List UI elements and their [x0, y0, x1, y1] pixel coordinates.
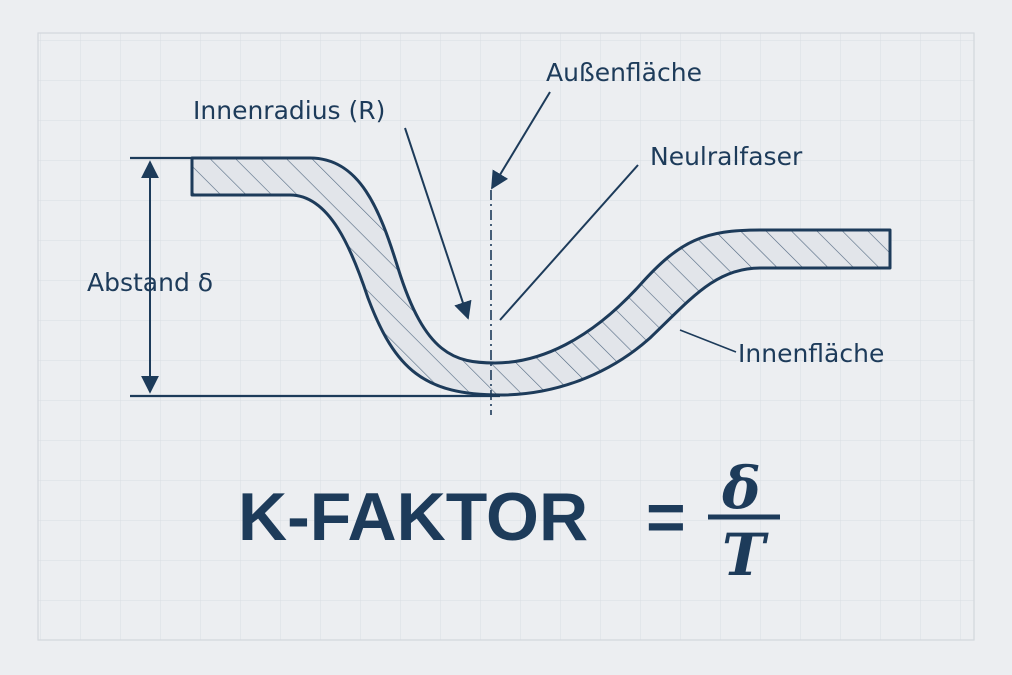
neutral-fiber-label: Neulralfaser [650, 142, 803, 171]
inner-surface-label: Innenfläche [738, 339, 884, 368]
inner-surface-leader [679, 329, 737, 353]
bent-sheet-profile [190, 156, 892, 397]
formula-equals: = [646, 479, 686, 555]
outer-surface-label: Außenfläche [546, 58, 702, 87]
formula-lhs: K-FAKTOR [238, 479, 588, 555]
grid-background [37, 32, 975, 641]
inner-radius-leader [404, 127, 472, 320]
formula-denominator: T [722, 521, 769, 589]
outer-surface-leader [491, 91, 551, 190]
formula-numerator: δ [721, 454, 761, 522]
distance-label: Abstand δ [87, 268, 213, 297]
inner-radius-label: Innenradius (R) [193, 96, 385, 125]
neutral-fiber-leader [499, 164, 639, 321]
